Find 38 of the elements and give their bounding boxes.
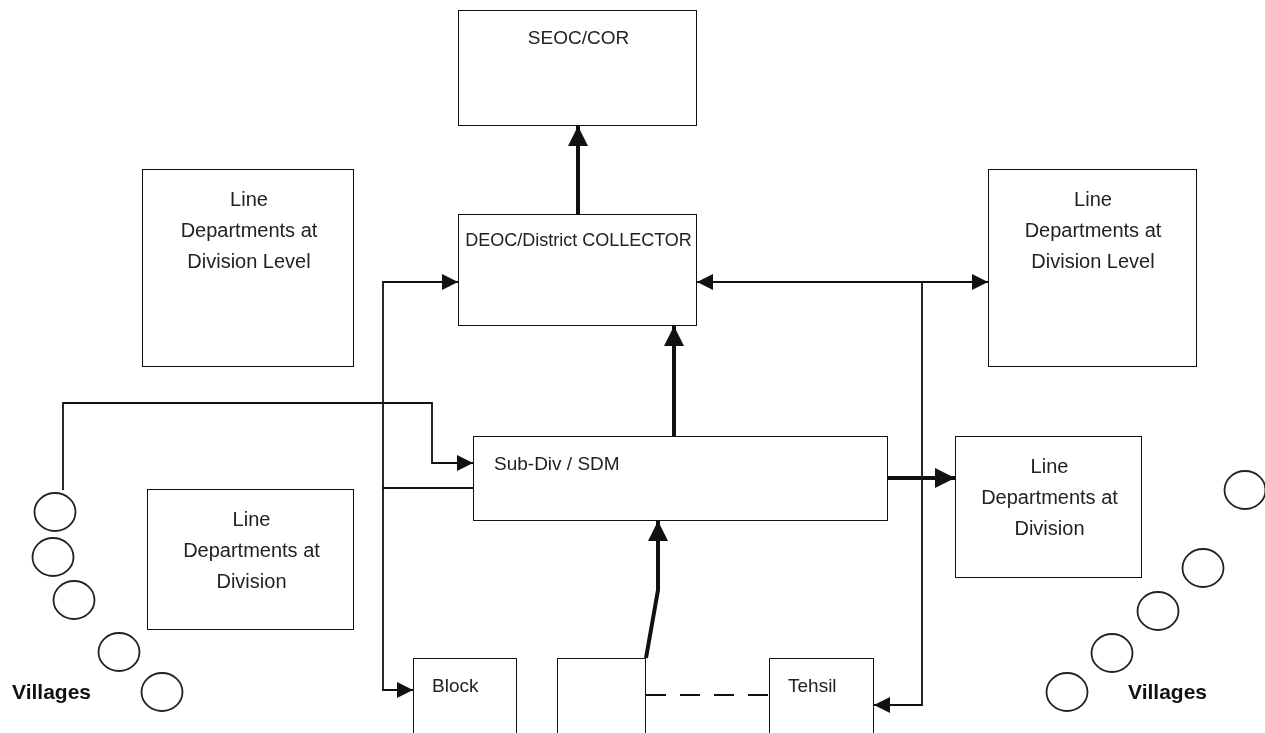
village-circle bbox=[31, 535, 75, 579]
box-label: Line Departments at Division Level bbox=[1023, 187, 1163, 274]
box-label: Sub-Div / SDM bbox=[494, 452, 621, 476]
village-circle bbox=[140, 670, 184, 714]
box-label: DEOC/District COLLECTOR bbox=[464, 229, 693, 252]
arrow bbox=[644, 521, 668, 659]
office-box bbox=[769, 658, 874, 733]
box-label: Line Departments at Division bbox=[182, 507, 321, 594]
group-label: Villages bbox=[1128, 680, 1207, 704]
arrow bbox=[888, 468, 955, 488]
box-label: SEOC/COR bbox=[526, 26, 631, 50]
box-label: Tehsil bbox=[788, 674, 838, 698]
office-box bbox=[142, 169, 354, 367]
box-label: Block bbox=[432, 674, 480, 698]
box-label: Line Departments at Division Level bbox=[179, 187, 319, 274]
arrow bbox=[62, 402, 474, 491]
office-box bbox=[147, 489, 354, 630]
arrow bbox=[664, 326, 684, 436]
office-box bbox=[955, 436, 1142, 578]
village-circle bbox=[97, 630, 141, 674]
office-box bbox=[413, 658, 517, 733]
office-box bbox=[458, 10, 697, 126]
box-label: Line Departments at Division bbox=[980, 454, 1119, 541]
dashed-connector bbox=[645, 694, 770, 696]
arrow bbox=[568, 126, 588, 214]
office-box bbox=[458, 214, 697, 326]
village-circle bbox=[1090, 631, 1134, 675]
village-circle bbox=[1136, 589, 1180, 633]
village-circle bbox=[33, 490, 77, 534]
arrow bbox=[382, 487, 474, 698]
village-circle bbox=[1045, 670, 1089, 714]
village-circle bbox=[52, 578, 96, 622]
office-box bbox=[988, 169, 1197, 367]
village-circle bbox=[1181, 546, 1225, 590]
empty-box bbox=[557, 658, 646, 733]
office-box bbox=[473, 436, 888, 521]
group-label: Villages bbox=[12, 680, 91, 704]
arrow bbox=[696, 281, 923, 713]
